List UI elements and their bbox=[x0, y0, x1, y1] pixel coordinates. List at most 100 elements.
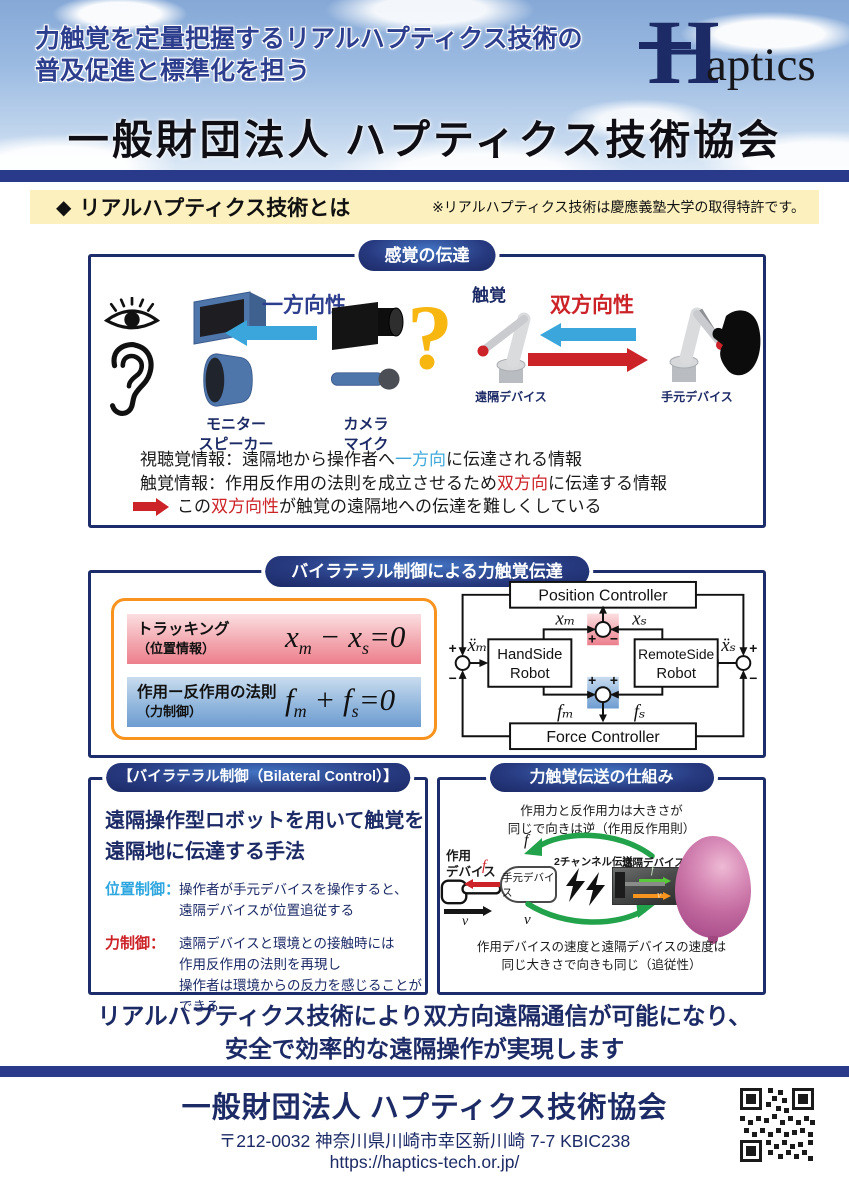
headline-line1: 力触覚を定量把握するリアルハプティクス技術の bbox=[35, 26, 583, 53]
svg-text:−: − bbox=[449, 670, 457, 686]
box4-pill: 力触覚伝送の仕組み bbox=[489, 763, 714, 792]
channel-label: 2チャンネル伝送 bbox=[554, 856, 634, 868]
svg-text:+: + bbox=[588, 672, 596, 688]
action-device-label: 作用 デバイス bbox=[446, 849, 496, 879]
box3-heading: 遠隔操作型ロボットを用いて触覚を 遠隔地に伝達する手法 bbox=[105, 810, 425, 863]
svg-text:HandSide: HandSide bbox=[497, 647, 562, 663]
law-label: 作用ー反作用の法則 （力制御） bbox=[137, 684, 277, 719]
header-headline: 力触覚を定量把握するリアルハプティクス技術の 普及促進と標準化を担う bbox=[35, 24, 583, 88]
box1-line3: この双方向性が触覚の遠隔地への伝達を難しくしている bbox=[133, 495, 667, 519]
svg-text:fₛ: fₛ bbox=[634, 701, 646, 722]
svg-text:ẍₘ: ẍₘ bbox=[467, 635, 488, 656]
bidirectional-label: 双方向性 bbox=[550, 294, 634, 317]
tactile-label: 触覚 bbox=[472, 286, 506, 305]
box3-pill: 【バイラテラル制御（Bilateral Control）】 bbox=[106, 763, 410, 792]
ear-icon bbox=[109, 342, 154, 416]
position-control-label: 位置制御： bbox=[105, 881, 181, 898]
box1-line1: 視聴覚情報：遠隔地から操作者へ一方向に伝達される情報 bbox=[140, 450, 582, 469]
velocity-black-arrow-icon bbox=[444, 906, 492, 916]
control-block-diagram: Position Controller Force Controller Han… bbox=[449, 580, 757, 751]
bilateral-control-box: バイラテラル制御による力触覚伝達 トラッキング （位置情報） xm − xs=0… bbox=[88, 556, 766, 758]
svg-text:−: − bbox=[610, 630, 618, 646]
hand-device-label: 手元デバイス bbox=[661, 390, 733, 404]
footer-address: 〒212-0032 神奈川県川崎市幸区新川崎 7-7 KBIC238 bbox=[218, 1131, 631, 1151]
box1-line2: 触覚情報：作用反作用の法則を成立させるため双方向に伝達する情報 bbox=[140, 473, 667, 493]
equations-panel: トラッキング （位置情報） xm − xs=0 作用ー反作用の法則 （力制御） … bbox=[111, 598, 437, 740]
divider-bar-top bbox=[0, 170, 849, 182]
slave-device-label: 遠隔デバイス bbox=[622, 857, 685, 869]
hand-pointer-icon bbox=[440, 879, 502, 905]
svg-text:xₘ: xₘ bbox=[555, 608, 576, 629]
remote-device-label: 遠隔デバイス bbox=[475, 390, 547, 404]
header-org-name: 一般財団法人 ハプティクス技術協会 bbox=[67, 117, 782, 163]
small-red-arrow-icon bbox=[464, 879, 500, 889]
monitor-speaker-label: モニター スピーカー bbox=[198, 416, 274, 453]
box4-bottom-note: 作用デバイスの速度と遠隔デバイスの速度は 同じ大きさで向きも同じ（追従性） bbox=[476, 940, 727, 972]
photo-green-arrow-icon bbox=[639, 877, 671, 885]
svg-text:Force Controller: Force Controller bbox=[546, 729, 659, 746]
eye-icon bbox=[104, 297, 160, 330]
nu-bottom-label: ν bbox=[524, 912, 531, 928]
velocity-nu-label: ν bbox=[462, 914, 469, 929]
footer-url: https://haptics-tech.or.jp/ bbox=[329, 1152, 520, 1172]
svg-text:ẍₛ: ẍₛ bbox=[720, 635, 736, 656]
logo-rest: aptics bbox=[706, 39, 816, 91]
haptic-transmission-box: 力触覚伝送の仕組み 作用力と反作用力は大きさが 同じで向きは逆（作用反作用則） … bbox=[437, 763, 766, 995]
force-control-text: 遠隔デバイスと環境との接触時には 作用反作用の法則を再現し 操作者は環境からの反… bbox=[179, 936, 422, 1014]
svg-text:RemoteSide: RemoteSide bbox=[638, 646, 714, 662]
position-control-text: 操作者が手元デバイスを操作すると、 遠隔デバイスが位置追従する bbox=[179, 882, 408, 918]
box1-text: 視聴覚情報：遠隔地から操作者へ一方向に伝達される情報 触覚情報：作用反作用の法則… bbox=[133, 448, 667, 519]
svg-text:Robot: Robot bbox=[510, 666, 550, 682]
svg-text:xₛ: xₛ bbox=[631, 608, 647, 629]
force-f-label: f bbox=[482, 858, 487, 874]
arrow-right-red-icon bbox=[528, 347, 648, 372]
speaker-icon bbox=[203, 353, 253, 407]
lightning-icon bbox=[566, 868, 605, 906]
red-arrow-icon bbox=[133, 497, 169, 516]
mic-icon bbox=[331, 368, 400, 390]
svg-text:Position Controller: Position Controller bbox=[538, 588, 667, 605]
tagline: リアルハプティクス技術により双方向遠隔通信が可能になり、 安全で効率的な遠隔操作… bbox=[97, 1003, 752, 1062]
unidirectional-label: 一方向性 bbox=[262, 294, 346, 317]
section-title-text: リアルハプティクス技術とは bbox=[79, 197, 351, 220]
svg-text:+: + bbox=[449, 640, 457, 656]
tracking-label: トラッキング （位置情報） bbox=[137, 621, 230, 656]
balloon-image bbox=[675, 836, 751, 944]
bilateral-definition-box: 【バイラテラル制御（Bilateral Control）】 遠隔操作型ロボットを… bbox=[88, 763, 428, 1014]
action-reaction-row: 作用ー反作用の法則 （力制御） fm + fs=0 bbox=[127, 677, 421, 727]
footer-org-name: 一般財団法人 ハプティクス技術協会 bbox=[181, 1092, 668, 1124]
divider-bar-bottom bbox=[0, 1066, 849, 1077]
section-band: ◆ リアルハプティクス技術とは ※リアルハプティクス技術は慶應義塾大学の取得特許… bbox=[30, 190, 819, 224]
question-mark: ? bbox=[407, 286, 453, 388]
remote-robot-arm-icon bbox=[477, 312, 531, 383]
section-note: ※リアルハプティクス技術は慶應義塾大学の取得特許です。 bbox=[432, 199, 805, 215]
arrow-left-blue-icon bbox=[225, 320, 317, 346]
haptics-logo: H aptics bbox=[639, 6, 838, 100]
camera-mic-label: カメラ マイク bbox=[343, 416, 389, 453]
arrow-left-blue2-icon bbox=[540, 322, 636, 347]
svg-text:−: − bbox=[749, 670, 757, 686]
hand-robot-arm-icon bbox=[669, 307, 761, 382]
sense-transmission-box: 感覚の伝達 モニター スピーカー 一方向性 bbox=[88, 240, 766, 528]
svg-text:Robot: Robot bbox=[656, 666, 696, 682]
logo-initial: H bbox=[639, 1, 720, 103]
svg-text:+: + bbox=[588, 630, 596, 646]
qr-code bbox=[738, 1086, 816, 1164]
force-equation: fm + fs=0 bbox=[285, 681, 396, 722]
header-sky: 力触覚を定量把握するリアルハプティクス技術の 普及促進と標準化を担う H apt… bbox=[0, 0, 849, 170]
tracking-equation: xm − xs=0 bbox=[285, 618, 406, 659]
force-control-label: 力制御： bbox=[105, 935, 166, 952]
svg-text:+: + bbox=[749, 640, 757, 656]
svg-text:+: + bbox=[610, 672, 618, 688]
camera-icon bbox=[332, 302, 404, 350]
photo-orange-arrow-icon bbox=[633, 892, 671, 900]
box4-top-note: 作用力と反作用力は大きさが 同じで向きは逆（作用反作用則） bbox=[507, 804, 696, 836]
svg-text:fₘ: fₘ bbox=[557, 701, 574, 722]
box1-pill: 感覚の伝達 bbox=[358, 240, 496, 271]
f-top-label: f bbox=[524, 832, 529, 849]
remote-device-photo: f v bbox=[612, 865, 680, 905]
tracking-equation-row: トラッキング （位置情報） xm − xs=0 bbox=[127, 614, 421, 664]
headline-line2: 普及促進と標準化を担う bbox=[35, 58, 311, 85]
diamond-icon: ◆ bbox=[56, 196, 72, 219]
